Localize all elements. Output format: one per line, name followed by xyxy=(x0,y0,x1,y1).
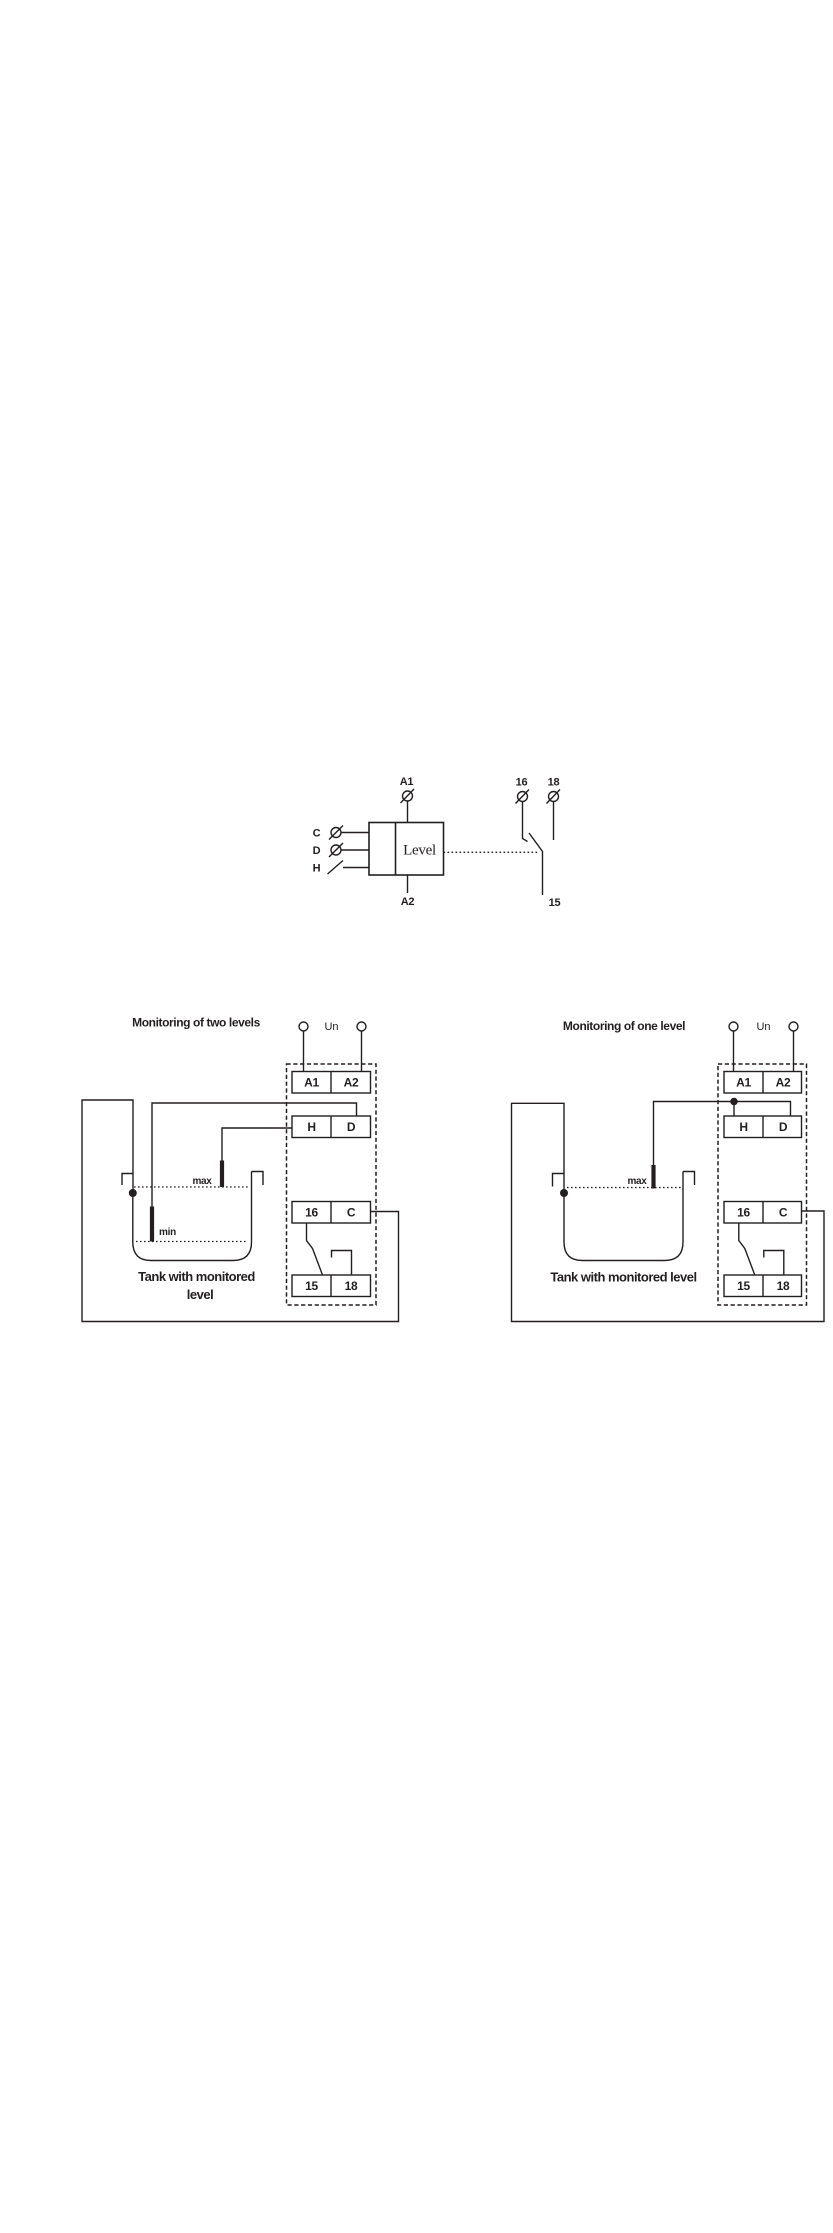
terminal-label-a2: A2 xyxy=(776,1076,791,1090)
terminal-label-18: 18 xyxy=(777,1279,790,1293)
tank-caption-line1: Tank with monitored xyxy=(138,1269,255,1284)
probe-terminal-icon xyxy=(401,790,414,802)
min-level-label: min xyxy=(159,1227,176,1238)
terminal-label-h: H xyxy=(307,1120,315,1134)
tank-right-rim xyxy=(683,1170,696,1185)
changeover-contact-blade xyxy=(738,1223,756,1276)
device-name-label: Level xyxy=(403,843,436,859)
terminal-label-18: 18 xyxy=(548,777,560,789)
terminal-label-c: C xyxy=(779,1206,788,1220)
wire-c-common-loop xyxy=(81,1099,400,1323)
wire-c-common-loop xyxy=(510,1102,825,1323)
contact-blade xyxy=(528,832,544,895)
diagram-title: Monitoring of two levels xyxy=(132,1016,260,1030)
h-d-junction-dot xyxy=(730,1097,738,1106)
changeover-contact-blade xyxy=(305,1223,324,1276)
wire-h-to-max-probe xyxy=(221,1127,292,1161)
probe-terminal-slash-icon xyxy=(545,789,561,804)
terminal-label-15: 15 xyxy=(305,1279,318,1293)
terminal-label-18: 18 xyxy=(345,1279,358,1293)
contact-18-lead xyxy=(763,1249,785,1275)
tank-left-rim xyxy=(121,1172,133,1185)
h-slash-icon xyxy=(327,859,344,875)
monitoring-two-levels-diagram: Monitoring of two levels Un A1 A2 H D 16… xyxy=(81,1016,400,1323)
tank-right-rim xyxy=(251,1170,264,1185)
relay-dashed-outline xyxy=(285,1063,377,1306)
tank-outline xyxy=(132,1171,253,1262)
top-schematic: A1 A2 C D H 16 18 15 Level xyxy=(313,776,561,909)
terminal-label-a1: A1 xyxy=(736,1076,751,1090)
terminal-label-16: 16 xyxy=(737,1206,750,1220)
tank-left-rim xyxy=(551,1172,564,1187)
terminal-label-d: D xyxy=(779,1120,788,1134)
supply-voltage-label: Un xyxy=(324,1021,338,1033)
terminal-label-16: 16 xyxy=(305,1206,318,1220)
device-box xyxy=(368,821,445,876)
max-level-label: max xyxy=(192,1176,212,1187)
wire-d-to-min-probe xyxy=(151,1102,358,1207)
probe-terminal-slash-icon xyxy=(399,788,415,804)
monitoring-one-level-diagram: Monitoring of one level Un A1 A2 H D 16 … xyxy=(510,1019,825,1323)
supply-terminal-icon xyxy=(788,1021,799,1032)
terminal-label-16: 16 xyxy=(516,777,528,789)
diagram-title: Monitoring of one level xyxy=(563,1019,685,1033)
terminal-label-a2: A2 xyxy=(401,896,415,908)
terminal-label-a2: A2 xyxy=(344,1076,359,1090)
supply-terminal-icon xyxy=(356,1021,367,1032)
tank-outline xyxy=(563,1171,684,1262)
terminal-label-a1: A1 xyxy=(304,1076,319,1090)
terminal-label-a1: A1 xyxy=(400,776,414,788)
terminal-label-h: H xyxy=(739,1120,747,1134)
supply-terminal-icon xyxy=(298,1021,309,1032)
probe-terminal-slash-icon xyxy=(328,842,344,858)
tank-caption: Tank with monitored level xyxy=(550,1270,696,1285)
max-level-label: max xyxy=(627,1176,647,1187)
terminal-label-c: C xyxy=(347,1206,356,1220)
contact-16-lead xyxy=(521,801,528,843)
probe-terminal-slash-icon xyxy=(328,825,344,840)
input-label-h: H xyxy=(313,863,321,875)
terminal-label-15: 15 xyxy=(737,1279,750,1293)
tank-caption-line2: level xyxy=(187,1287,213,1302)
supply-terminal-icon xyxy=(728,1021,739,1032)
wire-probe-to-h-d xyxy=(652,1100,792,1165)
probe-terminal-slash-icon xyxy=(514,789,530,804)
relay-dashed-outline xyxy=(717,1063,808,1306)
supply-voltage-label: Un xyxy=(756,1021,770,1033)
terminal-label-d: D xyxy=(347,1120,356,1134)
contact-18-lead xyxy=(330,1249,353,1275)
input-label-d: D xyxy=(313,845,321,857)
terminal-label-15: 15 xyxy=(549,897,561,909)
input-label-c: C xyxy=(313,828,321,840)
